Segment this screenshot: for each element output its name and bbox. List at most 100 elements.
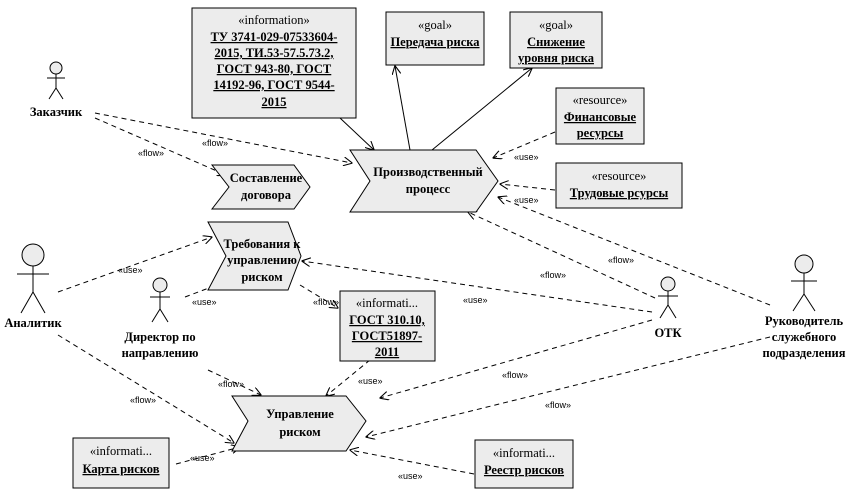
edge-label-registry-management: «use» <box>398 471 423 481</box>
info-registry-name: Реестр рисков <box>484 463 564 477</box>
goal-reduce-line-2: уровня риска <box>518 51 595 65</box>
edge-production-goal-reduce <box>431 68 532 151</box>
actor-otk[interactable]: ОТК <box>654 276 682 340</box>
edge-production-goal-transfer <box>395 66 411 151</box>
info-registry-box[interactable]: «informati... Реестр рисков <box>474 439 574 489</box>
goal-transfer-box[interactable]: «goal» Передача риска <box>385 11 485 66</box>
resource-finance-line-2: ресурсы <box>577 126 624 140</box>
process-production[interactable]: Производственный процесс <box>349 149 499 213</box>
edge-gost-management <box>326 359 371 396</box>
edge-requirements-gost <box>299 284 338 308</box>
edge-otk-production <box>468 212 656 299</box>
information-stereotype: «information» <box>238 13 310 27</box>
actor-head-line-1: Руководитель <box>765 314 844 328</box>
goal-reduce-stereotype: «goal» <box>539 18 573 32</box>
actor-director-line-1: Директор по <box>124 330 195 344</box>
edge-label-customer-production: «flow» <box>202 138 228 148</box>
information-box[interactable]: «information» ТУ 3741-029-07533604- 2015… <box>191 7 357 119</box>
goal-reduce-line-1: Снижение <box>527 35 585 49</box>
process-management-line-1: Управление <box>266 407 334 421</box>
edge-analyst-requirements <box>57 237 212 293</box>
process-requirements-line-3: риском <box>241 270 283 284</box>
process-requirements-line-2: управлению <box>227 253 297 267</box>
info-gost-line-1: ГОСТ 310.10, <box>349 313 425 327</box>
actors-layer: Заказчик Аналитик Директор по на <box>4 61 846 360</box>
edge-registry-management <box>350 450 475 475</box>
edge-analyst-management <box>57 334 234 443</box>
actor-analyst[interactable]: Аналитик <box>4 243 62 330</box>
edge-label-director-requirements: «use» <box>192 297 217 307</box>
actor-head-figure <box>791 254 817 312</box>
actor-head-line-3: подразделения <box>762 346 845 360</box>
process-requirements[interactable]: Требования к управлению риском <box>207 221 302 291</box>
edge-label-head-production: «flow» <box>608 255 634 265</box>
process-management-line-2: риском <box>279 425 321 439</box>
info-map-stereotype: «informati... <box>90 444 152 458</box>
edge-information-production <box>339 117 374 150</box>
actor-head[interactable]: Руководитель служебного подразделения <box>762 254 846 360</box>
actor-director[interactable]: Директор по направлению <box>122 277 199 360</box>
info-gost-box[interactable]: «informati... ГОСТ 310.10, ГОСТ51897- 20… <box>339 290 436 362</box>
actor-head-line-2: служебного <box>772 330 836 344</box>
edge-otk-requirements <box>302 261 653 313</box>
edge-label-otk-production: «flow» <box>540 270 566 280</box>
edge-labor-production <box>500 184 556 191</box>
resource-labor-box[interactable]: «resource» Трудовые рсурсы <box>555 162 683 209</box>
edge-director-requirements <box>184 283 222 298</box>
actor-customer[interactable]: Заказчик <box>30 61 83 119</box>
edge-customer-production <box>94 112 352 163</box>
process-contract-line-1: Составление <box>230 171 303 185</box>
information-line-4: 14192-96, ГОСТ 9544- <box>213 78 334 92</box>
edge-label-otk-requirements: «use» <box>463 295 488 305</box>
resource-finance-box[interactable]: «resource» Финансовые ресурсы <box>555 87 645 145</box>
info-gost-line-3: 2011 <box>375 345 399 359</box>
boxes-layer: «information» ТУ 3741-029-07533604- 2015… <box>72 7 683 489</box>
information-line-3: ГОСТ 943-80, ГОСТ <box>217 62 332 76</box>
resource-finance-line-1: Финансовые <box>564 110 637 124</box>
goal-transfer-name: Передача риска <box>390 35 480 49</box>
edge-label-head-management: «flow» <box>545 400 571 410</box>
actor-otk-label: ОТК <box>654 326 681 340</box>
edge-label-labor-production: «use» <box>514 195 539 205</box>
actor-customer-label: Заказчик <box>30 105 83 119</box>
edge-map-management <box>175 447 240 465</box>
actor-otk-figure <box>658 276 678 319</box>
actor-analyst-figure <box>17 243 49 314</box>
information-line-5: 2015 <box>262 95 287 109</box>
process-management[interactable]: Управление риском <box>231 395 367 452</box>
edge-otk-management <box>380 319 653 398</box>
edge-label-map-management: «use» <box>190 453 215 463</box>
info-map-box[interactable]: «informati... Карта рисков <box>72 437 170 489</box>
edge-head-production <box>498 197 771 306</box>
edge-director-management <box>207 369 261 395</box>
actor-analyst-label: Аналитик <box>4 316 62 330</box>
process-requirements-line-1: Требования к <box>224 237 302 251</box>
process-contract[interactable]: Составление договора <box>210 164 311 210</box>
edge-label-finance-production: «use» <box>514 152 539 162</box>
edge-label-director-management: «flow» <box>218 379 244 389</box>
process-contract-line-2: договора <box>241 188 292 202</box>
edge-customer-contract <box>94 117 226 175</box>
edge-label-customer-contract: «flow» <box>138 148 164 158</box>
edge-finance-production <box>493 131 556 158</box>
process-production-line-2: процесс <box>406 182 451 196</box>
process-production-line-1: Производственный <box>373 165 482 179</box>
resource-finance-stereotype: «resource» <box>573 93 628 107</box>
actor-director-line-2: направлению <box>122 346 199 360</box>
actor-customer-figure <box>47 61 65 100</box>
resource-labor-name: Трудовые рсурсы <box>570 186 669 200</box>
actor-director-figure <box>150 277 170 323</box>
goal-reduce-box[interactable]: «goal» Снижение уровня риска <box>509 11 603 69</box>
edge-head-management <box>366 336 771 437</box>
edge-label-gost-management: «use» <box>358 376 383 386</box>
edge-label-requirements-gost: «flow» <box>313 297 339 307</box>
info-registry-stereotype: «informati... <box>493 446 555 460</box>
edge-label-otk-management: «flow» <box>502 370 528 380</box>
info-gost-line-2: ГОСТ51897- <box>352 329 422 343</box>
info-map-name: Карта рисков <box>82 462 159 476</box>
edges-layer: «flow» «flow» «use» «use» «flow» «flow» … <box>57 66 771 481</box>
information-line-2: 2015, ТИ.53-57.5.73.2, <box>214 46 333 60</box>
goal-transfer-stereotype: «goal» <box>418 18 452 32</box>
